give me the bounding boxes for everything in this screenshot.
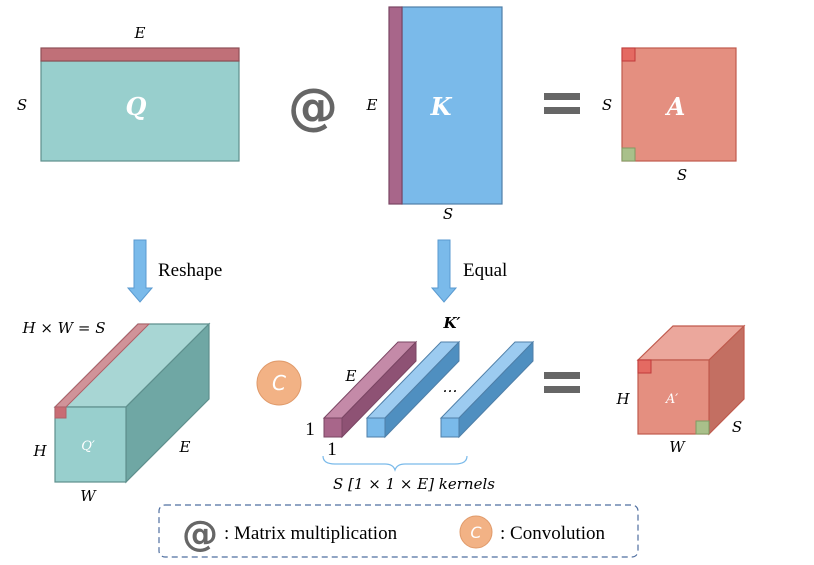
reshape-arrow <box>126 239 154 303</box>
kernel-ellipsis: … <box>443 378 458 396</box>
equal-arrow <box>430 239 458 303</box>
kernel-brace <box>322 455 468 472</box>
q-prime-top-label: H × W = S <box>22 319 106 337</box>
legend-matmul-symbol: @ <box>182 514 218 555</box>
kernel-2 <box>365 340 461 439</box>
k-height-label: E <box>366 96 378 114</box>
a-prime-height-label: H <box>615 390 630 408</box>
equals-sign-top <box>544 93 580 114</box>
a-prime-label: A′ <box>665 392 678 407</box>
a-prime-cube: A′ <box>636 324 746 436</box>
k-prime-title: K′ <box>443 314 461 332</box>
q-label: Q <box>126 92 147 121</box>
k-matrix: K <box>388 6 503 205</box>
legend-conv-symbol: C <box>470 523 482 542</box>
kernel-n <box>439 340 535 439</box>
q-prime-label: Q′ <box>81 439 95 454</box>
legend-matmul-text: : Matrix multiplication <box>224 523 398 544</box>
kernel-1 <box>322 340 418 439</box>
q-prime-height-label: H <box>32 442 47 460</box>
reshape-label: Reshape <box>158 260 222 281</box>
q-prime-cuboid: Q′ <box>53 322 211 484</box>
a-prime-depth-label: S <box>732 418 742 436</box>
a-width-label: S <box>677 166 687 184</box>
q-prime-width-label: W <box>80 487 97 505</box>
k-width-label: S <box>443 205 453 223</box>
kernel-side-label: 1 <box>305 419 315 440</box>
legend: @ : Matrix multiplication C : Convolutio… <box>158 504 639 558</box>
equal-label: Equal <box>463 260 507 281</box>
equals-sign-bottom <box>544 372 580 393</box>
matmul-operator: @ <box>288 78 338 136</box>
a-prime-width-label: W <box>669 438 686 456</box>
q-prime-depth-label: E <box>179 438 191 456</box>
q-matrix: Q <box>40 47 240 162</box>
legend-conv-text: : Convolution <box>500 523 606 544</box>
a-height-label: S <box>602 96 612 114</box>
a-label: A <box>665 92 686 121</box>
k-label: K <box>430 92 453 121</box>
q-height-label: S <box>17 96 27 114</box>
conv-operator: C <box>256 360 302 406</box>
kernel-depth-label: E <box>345 367 357 385</box>
kernel-bottom-label: 1 <box>327 439 337 460</box>
svg-text:C: C <box>272 371 286 395</box>
q-width-label: E <box>134 24 146 42</box>
kernel-caption: S [1 × 1 × E] kernels <box>333 475 495 493</box>
a-matrix: A <box>621 47 737 162</box>
